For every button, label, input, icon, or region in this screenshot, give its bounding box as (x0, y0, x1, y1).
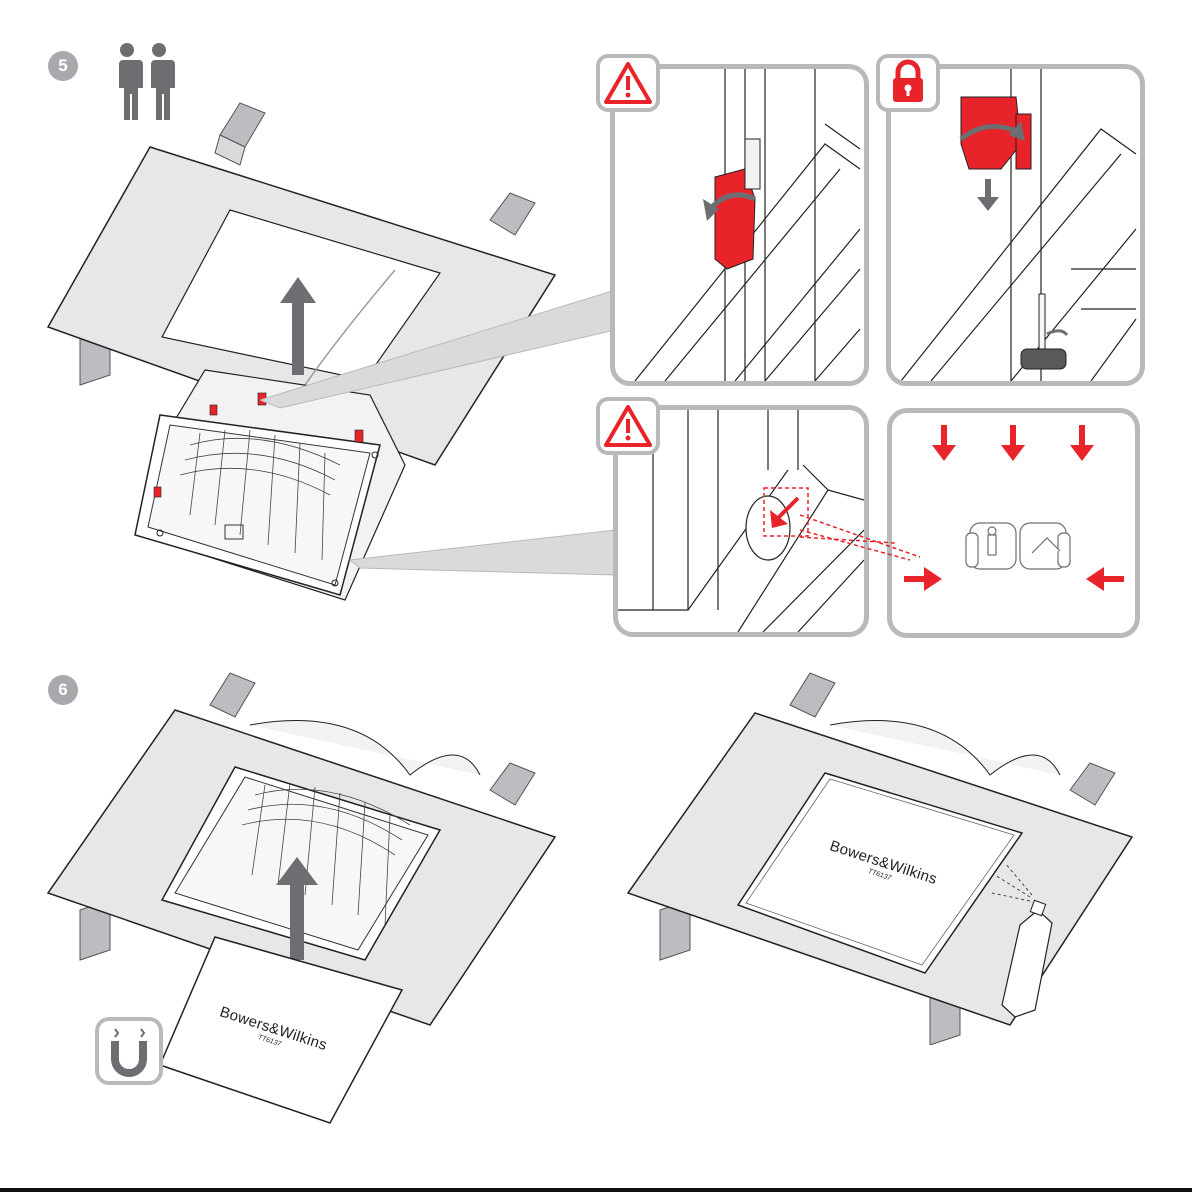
clamp-red-3 (210, 405, 217, 415)
press-side-arrows (904, 567, 1124, 591)
clamp-red-4 (154, 487, 161, 497)
joist-rear-left-r (790, 673, 835, 717)
magnet-icon (95, 1017, 163, 1085)
step6-finished-installation: Bowers&Wilkins TT6137 (620, 665, 1160, 1045)
sofa-cushion-icon (966, 523, 1070, 569)
warning-triangle-icon (596, 54, 660, 112)
clamp-red-detail (715, 139, 760, 269)
down-arrow-lock (977, 179, 999, 211)
screwdriver-icon (1021, 294, 1067, 369)
callout-connectors (260, 280, 620, 590)
press-down-arrows (932, 425, 1094, 461)
padlock-icon (876, 54, 940, 112)
detail-panel-clamp-release (610, 64, 869, 386)
joist-rear-left-6 (210, 673, 255, 717)
step-5-badge: 5 (48, 51, 78, 81)
joist-rear-right-6 (490, 763, 535, 805)
warning-triangle-icon-2 (596, 397, 660, 455)
joist-rear-right-r (1070, 763, 1115, 805)
slot-to-press-leader (800, 505, 930, 565)
joist-rear-right (490, 193, 535, 235)
detail-panel-clamp-lock (886, 64, 1145, 386)
page-bottom-rule (0, 1188, 1192, 1192)
